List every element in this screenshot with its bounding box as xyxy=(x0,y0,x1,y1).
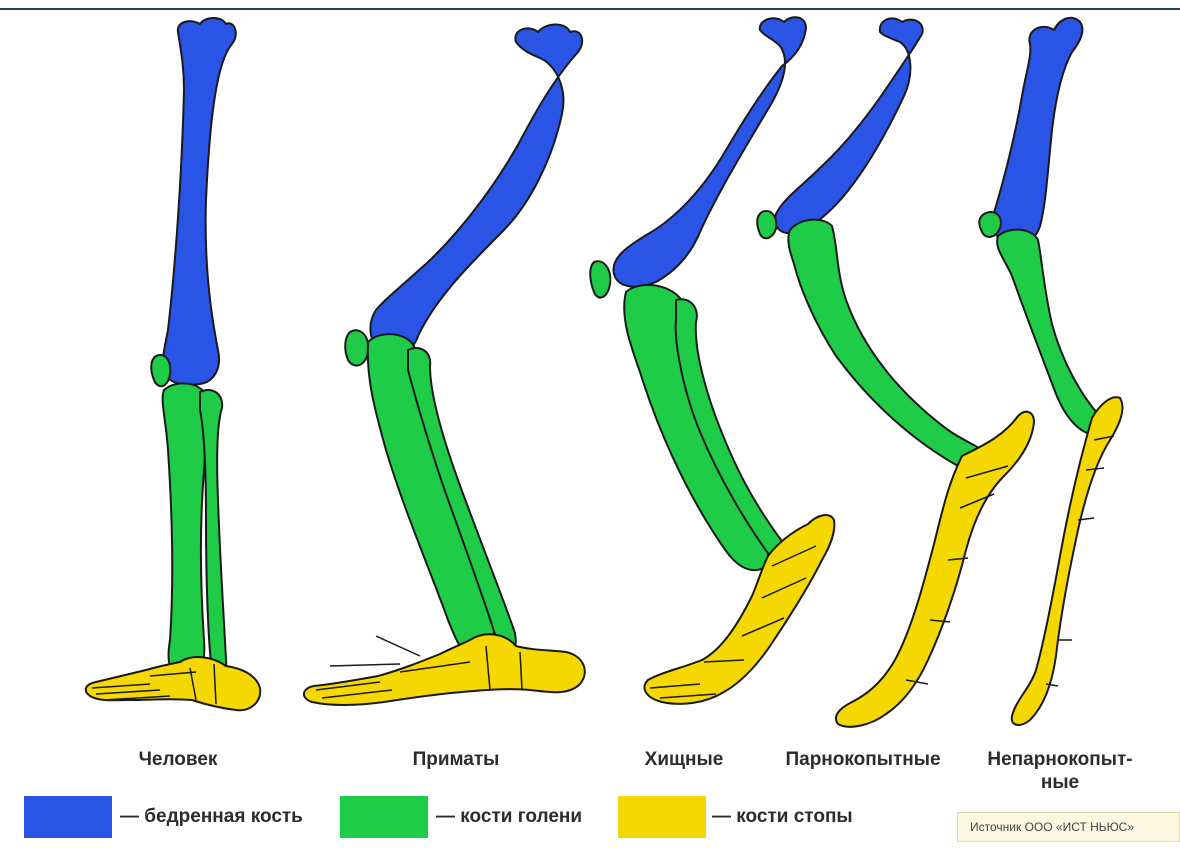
legend-swatch-shin xyxy=(340,796,428,838)
primate-femur xyxy=(370,25,582,355)
human-foot xyxy=(86,657,260,710)
human-patella xyxy=(151,355,170,386)
caption-perissodactyls: Непарнокопыт- ные xyxy=(962,748,1158,794)
perissodactyl-foot xyxy=(1012,397,1123,725)
legend-label-shin: — кости голени xyxy=(436,805,582,829)
carnivore-patella xyxy=(590,261,610,297)
perissodactyl-patella xyxy=(979,212,1001,237)
legend-label-femur: — бедренная кость xyxy=(120,805,303,829)
caption-carnivores: Хищные xyxy=(624,748,744,771)
carnivore-femur xyxy=(613,17,806,286)
caption-perissodactyls-line2: ные xyxy=(962,771,1158,794)
caption-human: Человек xyxy=(118,748,238,771)
artiodactyl-patella xyxy=(757,211,776,238)
legend-swatch-foot xyxy=(618,796,706,838)
caption-artiodactyls: Парнокопытные xyxy=(770,748,956,771)
human-tibia xyxy=(163,383,208,678)
source-note: Источник ООО «ИСТ НЬЮС» xyxy=(957,812,1180,842)
caption-primates: Приматы xyxy=(396,748,516,771)
carnivore-leg xyxy=(590,17,834,704)
human-femur xyxy=(163,18,236,385)
primate-foot xyxy=(304,634,585,705)
perissodactyl-leg xyxy=(979,18,1122,725)
perissodactyl-tibia xyxy=(997,230,1102,435)
artiodactyl-foot xyxy=(836,412,1034,727)
legend-label-foot: — кости стопы xyxy=(712,805,853,829)
caption-perissodactyls-line1: Непарнокопыт- xyxy=(962,748,1158,771)
artiodactyl-leg xyxy=(757,18,1034,726)
human-leg xyxy=(86,18,260,710)
primate-leg xyxy=(304,25,585,706)
perissodactyl-femur xyxy=(993,18,1082,246)
legend-swatch-femur xyxy=(24,796,112,838)
primate-patella xyxy=(345,330,368,365)
artiodactyl-tibia xyxy=(788,220,992,471)
